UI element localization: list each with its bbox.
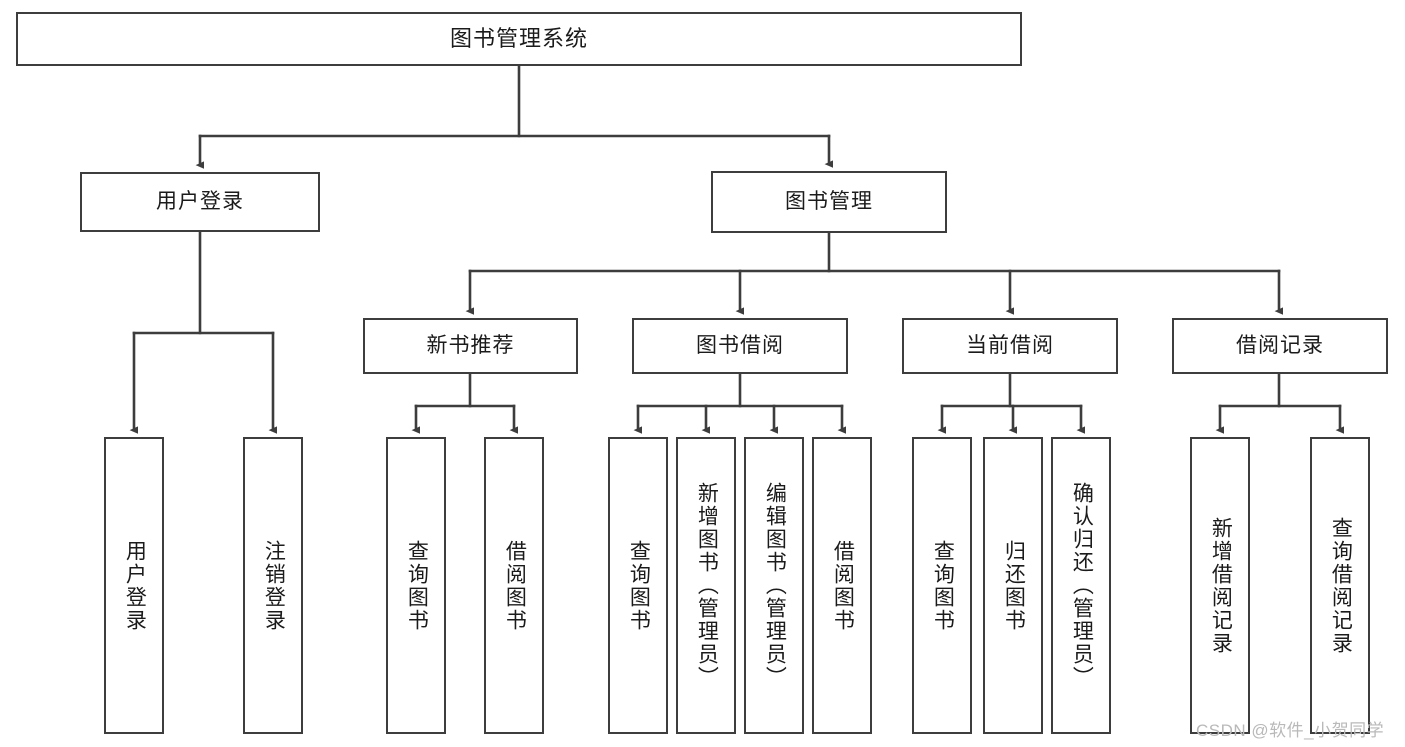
node-leaf-confirm-return-admin[interactable]: 确认归还（管理员） <box>1051 437 1111 734</box>
node-leaf-borrow-book-1[interactable]: 借阅图书 <box>484 437 544 734</box>
node-leaf-logout[interactable]: 注销登录 <box>243 437 303 734</box>
node-leaf-label: 借阅图书 <box>831 539 855 632</box>
node-leaf-return-book[interactable]: 归还图书 <box>983 437 1043 734</box>
node-leaf-label: 确认归还（管理员） <box>1070 482 1094 689</box>
watermark-text: CSDN @软件_小贺同学 <box>1196 721 1385 740</box>
node-leaf-label: 查询图书 <box>931 539 955 632</box>
node-root-system[interactable]: 图书管理系统 <box>16 12 1022 66</box>
node-current-borrow[interactable]: 当前借阅 <box>902 318 1118 374</box>
node-leaf-label: 用户登录 <box>123 539 147 632</box>
node-book-manage[interactable]: 图书管理 <box>711 171 947 233</box>
node-leaf-label: 查询图书 <box>627 539 651 632</box>
node-leaf-edit-book-admin[interactable]: 编辑图书（管理员） <box>744 437 804 734</box>
node-leaf-label: 借阅图书 <box>503 539 527 632</box>
node-leaf-query-book-2[interactable]: 查询图书 <box>608 437 668 734</box>
node-leaf-query-borrow-record[interactable]: 查询借阅记录 <box>1310 437 1370 734</box>
node-borrow-record[interactable]: 借阅记录 <box>1172 318 1388 374</box>
node-leaf-query-book-3[interactable]: 查询图书 <box>912 437 972 734</box>
node-leaf-label: 注销登录 <box>262 539 286 632</box>
node-leaf-label: 查询借阅记录 <box>1329 516 1353 655</box>
node-new-book-recommend[interactable]: 新书推荐 <box>363 318 578 374</box>
node-leaf-add-borrow-record[interactable]: 新增借阅记录 <box>1190 437 1250 734</box>
node-leaf-label: 查询图书 <box>405 539 429 632</box>
node-book-borrow[interactable]: 图书借阅 <box>632 318 848 374</box>
node-leaf-label: 新增借阅记录 <box>1209 516 1233 655</box>
node-leaf-user-login[interactable]: 用户登录 <box>104 437 164 734</box>
node-leaf-label: 归还图书 <box>1002 539 1026 632</box>
node-leaf-label: 编辑图书（管理员） <box>763 482 787 689</box>
node-leaf-add-book-admin[interactable]: 新增图书（管理员） <box>676 437 736 734</box>
node-leaf-borrow-book-2[interactable]: 借阅图书 <box>812 437 872 734</box>
node-leaf-label: 新增图书（管理员） <box>695 482 719 689</box>
node-leaf-query-book-1[interactable]: 查询图书 <box>386 437 446 734</box>
node-user-login[interactable]: 用户登录 <box>80 172 320 232</box>
